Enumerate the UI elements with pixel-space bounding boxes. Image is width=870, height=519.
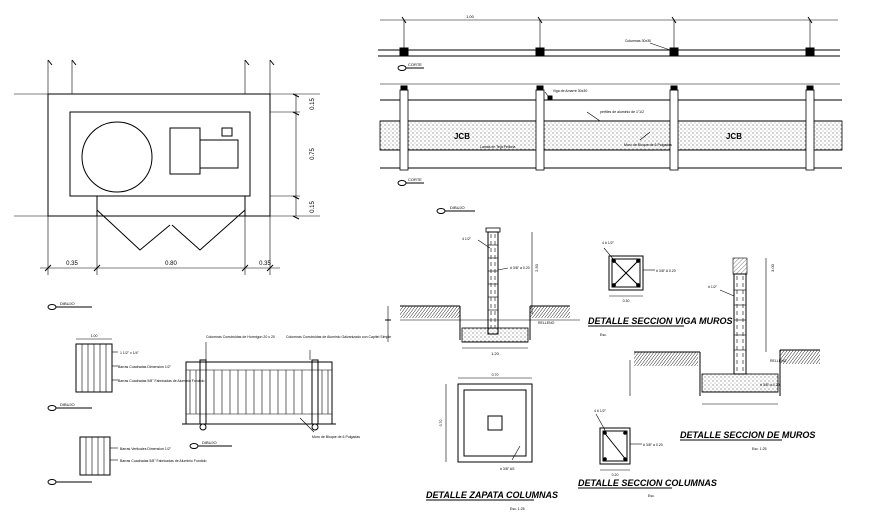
logo-left: JCB: [454, 132, 470, 141]
elev-top-columns-label: Columnas 30x30: [625, 39, 651, 43]
sq-stirrup-label: # 3/8" A 0.20: [656, 269, 676, 273]
fp-title: DETALLE ZAPATA COLUMNAS: [426, 490, 558, 500]
plan-view: 0.15 0.75 0.15 0.35 0.80 0.35: [14, 59, 320, 275]
gate-spec-3: Barras Cuadradas 5/8" Fabricadas de Alum…: [118, 379, 205, 383]
footing-view-label: DIBUJO: [450, 205, 465, 210]
gate-view-label: DIBUJO: [60, 301, 75, 306]
footing-plan: 0.70 0.70 # 3/8" AS DETALLE ZAPATA COLUM…: [426, 373, 558, 511]
gate-spec-5: Barras Cuadradas 5/8" Fabricadas de Alum…: [120, 459, 207, 463]
section-column-square: 4 # 1/2" # 3/8" A 0.20 0.30 DETALLE SECC…: [588, 241, 733, 337]
sq-bar-label: 4 # 1/2": [602, 241, 615, 245]
sm-scale: Esc.: [648, 494, 655, 498]
plan-dim-bottom-mid: 0.80: [165, 261, 177, 267]
fence-note-2: Columnas Construidas de Aluminio Galvani…: [286, 335, 391, 339]
elev-profile-label: perfiles de aluminio de 1"1/2: [600, 110, 644, 114]
gate-spec-2: Barras Cuadradas Dimension 1/2": [118, 365, 172, 369]
gate-dim-top: 1.00: [91, 334, 98, 338]
column-footing-detail: DIBUJO 4 1/2" # 3/8" a 0.20 2.50 RELLENO…: [385, 205, 580, 356]
fp-dim-top: 0.70: [492, 373, 499, 377]
sq-dim: 0.30: [623, 299, 630, 303]
elev-beam-label: Viga de Amarre 30x30: [553, 89, 588, 93]
footing-bar-label: 4 1/2": [462, 237, 472, 241]
elev-wall-label: Lamas en Teja Pellona: [480, 145, 515, 149]
sm-dim: 0.20: [612, 473, 619, 477]
gate-spec-1: 1 1/2" x 1/4": [120, 351, 140, 355]
wall-title: DETALLE SECCION DE MUROS: [680, 430, 815, 440]
plan-dim-side-mid: 0.75: [310, 148, 316, 160]
wall-infill: [379, 120, 843, 151]
plan-dim-bottom-left: 0.35: [66, 261, 78, 267]
elev-top-dim: 1.00: [466, 14, 475, 19]
fence-view-label: DIBUJO: [202, 440, 217, 445]
elevation-main: Viga de Amarre 30x30 perfiles de alumini…: [379, 83, 843, 186]
footing-relleno: RELLENO: [538, 321, 555, 325]
plan-dim-side-top: 0.15: [310, 98, 316, 110]
plan-dim-side-bot: 0.15: [310, 201, 316, 213]
fp-scale: Esc. 1:25: [510, 507, 525, 511]
sm-stirrup-label: # 3/8" a 0.20: [643, 443, 663, 447]
fence-panel-detail: Columnas Construidas de Hormigon 20 x 20…: [182, 335, 391, 449]
fence-note-3: Muro de Bloque de 6 Pulgadas: [312, 435, 360, 439]
fp-bar-label: # 3/8" AS: [500, 467, 515, 471]
sq-title: DETALLE SECCION VIGA MUROS: [588, 316, 733, 326]
elev-main-section-mark: CORTE: [408, 177, 422, 182]
elevation-top: 1.00 Columnas 30x30 CORTE: [378, 14, 840, 71]
section-wall: # 1/2" 3.00 RELLENO # 3/8" a 0.20 DETALL…: [629, 257, 820, 451]
sq-scale: Esc.: [600, 333, 607, 337]
gate-view-label-2: DIBUJO: [60, 402, 75, 407]
footing-dim-height: 2.50: [534, 263, 539, 272]
wall-bar-top: # 1/2": [708, 285, 718, 289]
fence-note-1: Columnas Construidas de Hormigon 20 x 20: [206, 335, 275, 339]
wall-scale: Esc. 1:25: [752, 447, 767, 451]
wall-dim-height: 3.00: [770, 263, 775, 272]
footing-dim-base: 1.20: [491, 351, 500, 356]
wall-bar-bottom: # 3/8" a 0.20: [760, 383, 780, 387]
gate-detail: DIBUJO 1.00 1 1/2" x 1/4" Barras Cuadrad…: [47, 301, 207, 485]
section-column-small: 4 # 1/2" # 3/8" a 0.20 0.20 DETALLE SECC…: [578, 409, 717, 498]
wall-relleno: RELLENO: [770, 359, 787, 363]
gate-spec-4: Barras Verticales Dimension 1/2": [120, 447, 172, 451]
elev-top-section-mark: CORTE: [408, 62, 422, 67]
sm-bar-label: 4 # 1/2": [594, 409, 607, 413]
plan-dim-bottom-right: 0.35: [259, 261, 271, 267]
logo-right: JCB: [726, 132, 742, 141]
fp-dim-side: 0.70: [439, 420, 443, 427]
elev-wall-note: Muro de Bloque de 6 Pulgadas: [624, 143, 672, 147]
sm-title: DETALLE SECCION COLUMNAS: [578, 478, 717, 488]
footing-stirrup-label: # 3/8" a 0.20: [510, 266, 530, 270]
